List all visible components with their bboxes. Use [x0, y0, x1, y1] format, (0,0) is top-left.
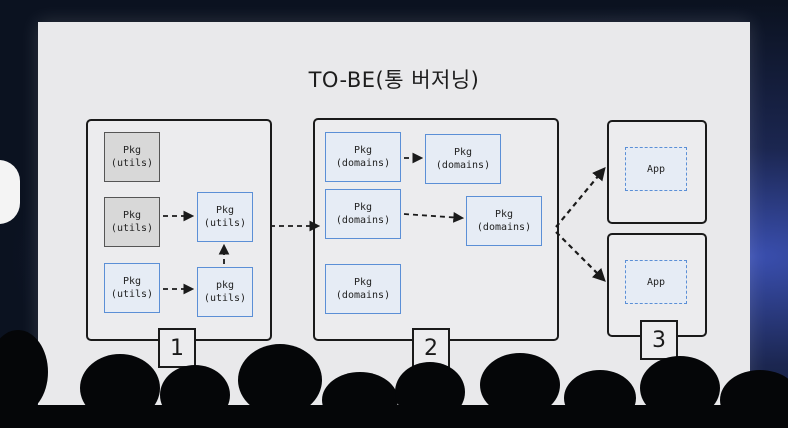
pkg-label: Pkg — [353, 277, 373, 288]
app-box-2: App — [625, 260, 687, 304]
pkg-sublabel: (utils) — [110, 158, 154, 169]
pkg-sublabel: (domains) — [435, 160, 491, 171]
dependency-arrows — [163, 152, 606, 295]
pkg-sublabel: (domains) — [476, 222, 532, 233]
pkg-label: Pkg — [122, 276, 142, 287]
pkg-utils-2: Pkg (utils) — [104, 197, 160, 247]
pkg-domains-3: Pkg (domains) — [325, 189, 401, 239]
arrow-group2-to-app-bottom — [555, 231, 606, 282]
app-box-1: App — [625, 147, 687, 191]
pkg-sublabel: (domains) — [335, 158, 391, 169]
pkg-sublabel: (utils) — [110, 223, 154, 234]
pkg-label: pkg — [215, 280, 235, 291]
pkg-label: Pkg — [215, 205, 235, 216]
pkg-sublabel: (utils) — [203, 293, 247, 304]
pkg-domains-2: Pkg (domains) — [425, 134, 501, 184]
pkg-label: Pkg — [122, 210, 142, 221]
pkg-sublabel: (domains) — [335, 215, 391, 226]
pkg-sublabel: (domains) — [335, 290, 391, 301]
pkg-domains-1: Pkg (domains) — [325, 132, 401, 182]
pkg-domains-5: Pkg (domains) — [325, 264, 401, 314]
side-light — [0, 160, 20, 224]
pkg-label: Pkg — [453, 147, 473, 158]
group-2-number: 2 — [412, 328, 450, 368]
pkg-utils-1: Pkg (utils) — [104, 132, 160, 182]
pkg-domains-4: Pkg (domains) — [466, 196, 542, 246]
pkg-sublabel: (utils) — [110, 289, 154, 300]
pkg-utils-3: Pkg (utils) — [104, 263, 160, 313]
pkg-label: Pkg — [494, 209, 514, 220]
pkg-label: Pkg — [122, 145, 142, 156]
presentation-slide: TO-BE(통 버저닝) Pkg (utils) Pkg (utils) Pkg… — [38, 22, 750, 417]
pkg-utils-5: pkg (utils) — [197, 267, 253, 317]
pkg-sublabel: (utils) — [203, 218, 247, 229]
arrow-domains3-to-domains4 — [403, 212, 465, 223]
pkg-label: Pkg — [353, 202, 373, 213]
pkg-label: Pkg — [353, 145, 373, 156]
slide-title: TO-BE(통 버저닝) — [308, 68, 480, 92]
group-1-number: 1 — [158, 328, 196, 368]
pkg-utils-4: Pkg (utils) — [197, 192, 253, 242]
arrow-group2-to-app-top — [555, 166, 606, 228]
group-3-number: 3 — [640, 320, 678, 360]
